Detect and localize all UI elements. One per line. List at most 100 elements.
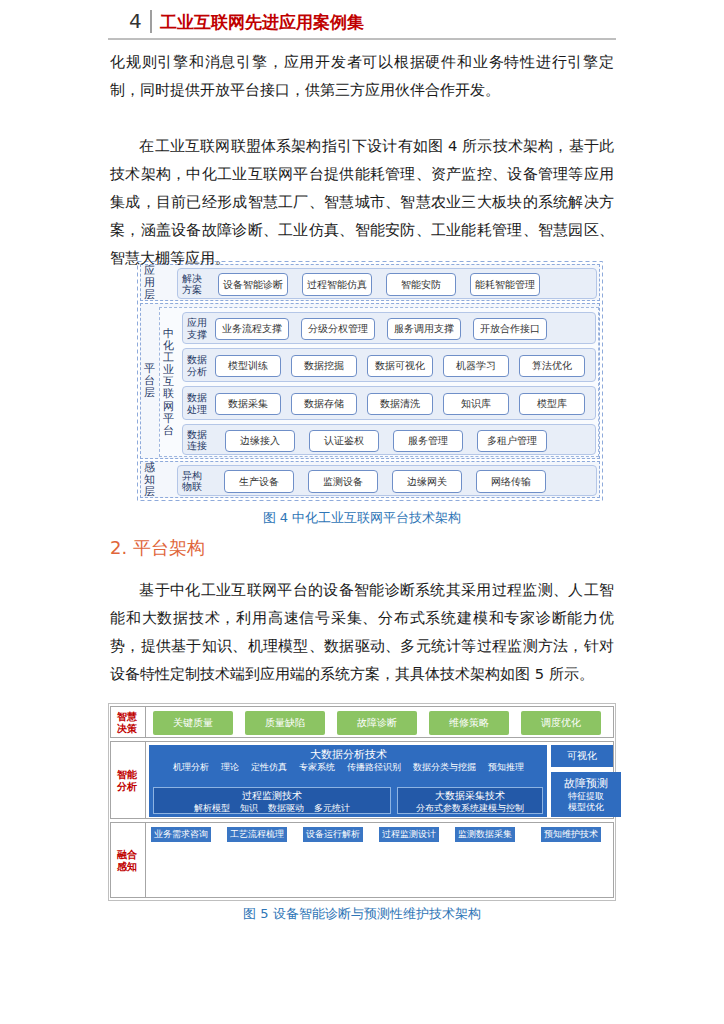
process-box: 工艺流程梳理: [227, 827, 287, 842]
function-box: 过程智能仿真: [302, 273, 372, 296]
function-box: 模型训练: [215, 355, 281, 377]
node-title: 故障预测: [564, 776, 608, 791]
node-title: 知识库: [461, 397, 491, 411]
decision-box: 质量缺陷: [245, 711, 325, 735]
layer-band: 感知层 异构物联 生产设备 监测设备 边缘网关 网络传输: [140, 461, 600, 498]
node-term: 模型优化: [568, 802, 604, 813]
row-group: 数据连接 边缘接入 认证鉴权 服务管理 多租户管理: [182, 424, 596, 455]
node-title: 认证鉴权: [324, 434, 364, 448]
figure-caption: 图 5 设备智能诊断与预测性维护技术架构: [110, 905, 614, 923]
node-title: 工艺流程梳理: [230, 828, 284, 841]
node-title: 大数据分析技术: [310, 747, 387, 762]
function-box: 设备智能诊断: [218, 273, 288, 296]
function-box: 模型库: [519, 393, 585, 415]
node-label: 中化工业互联网平台: [163, 328, 174, 437]
node-title: 边缘接入: [240, 434, 280, 448]
node-label: 融合感知: [117, 849, 137, 872]
technology-box: 可视化: [551, 745, 613, 767]
node-label: 智慧决策: [117, 711, 137, 734]
decision-box: 故障诊断: [337, 711, 417, 735]
technology-box: 大数据分析技术机理分析理论定性仿真专家系统传播路径识别数据分类与挖掘预知推理过程…: [149, 745, 547, 817]
node-title: 故障诊断: [357, 716, 397, 730]
section-heading: 2. 平台架构: [110, 536, 614, 560]
technology-box: 故障预测特征提取模型优化: [551, 772, 621, 817]
layer-band: 智慧决策关键质量 质量缺陷 故障诊断 维修策略 调度优化: [110, 706, 614, 738]
layer-band: 应用层解决方案设备智能诊断过程智能仿真智能安防能耗智能管理: [140, 264, 600, 301]
node-label: 感知层: [144, 461, 155, 497]
node-title: 服务调用支撑: [394, 322, 454, 336]
figure-frame: [109, 704, 616, 901]
node-title: 服务管理: [408, 434, 448, 448]
node-term: 特征提取: [568, 791, 604, 802]
node-title: 模型库: [537, 397, 567, 411]
node-title: 可视化: [567, 749, 597, 763]
decision-box: 关键质量: [153, 711, 233, 735]
node-title: 网络传输: [491, 475, 531, 489]
node-title: 大数据采集技术: [435, 789, 505, 803]
decision-box: 维修策略: [429, 711, 509, 735]
term-row: 解析模型知识数据驱动多元统计: [194, 803, 350, 814]
process-box: 过程监测设计: [379, 827, 439, 842]
function-box: 机器学习: [443, 355, 509, 377]
node-label: 智能分析: [117, 769, 137, 792]
function-box: 认证鉴权: [309, 430, 379, 452]
header-rule: [108, 39, 616, 40]
technology-box: 大数据采集技术分布式参数系统建模与控制: [397, 787, 543, 814]
function-box: 数据采集: [215, 393, 281, 415]
function-box: 能耗智能管理: [470, 273, 540, 296]
node-title: 智能安防: [401, 278, 441, 292]
node-title: 数据挖掘: [304, 359, 344, 373]
node-label: 数据连接: [187, 428, 207, 451]
function-box: 生产设备: [224, 470, 294, 493]
function-box: 服务管理: [393, 430, 463, 452]
technology-box: 过程监测技术解析模型知识数据驱动多元统计: [153, 787, 391, 814]
function-box: 多租户管理: [477, 430, 547, 452]
node-title: 业务流程支撑: [222, 322, 282, 336]
node-title: 监测设备: [323, 475, 363, 489]
body-paragraph: 化规则引擎和消息引擎，应用开发者可以根据硬件和业务特性进行引擎定制，同时提供开放…: [110, 48, 614, 104]
row-group: 异构物联 生产设备 监测设备 边缘网关 网络传输: [177, 465, 597, 496]
node-term: 定性仿真: [251, 762, 287, 773]
node-term: 机理分析: [173, 762, 209, 773]
body-paragraph: 在工业互联网联盟体系架构指引下设计有如图 4 所示技术架构，基于此技术架构，中化…: [110, 132, 614, 272]
term-row: 分布式参数系统建模与控制: [416, 803, 524, 814]
function-box: 智能安防: [386, 273, 456, 296]
node-title: 数据采集: [228, 397, 268, 411]
figure-frame: [138, 262, 603, 501]
node-title: 能耗智能管理: [475, 278, 535, 292]
decision-box: 调度优化: [521, 711, 601, 735]
node-label: 平台层: [144, 363, 155, 399]
function-box: 边缘网关: [392, 470, 462, 493]
node-title: 设备智能诊断: [223, 278, 283, 292]
running-head: 工业互联网先进应用案例集: [160, 11, 460, 34]
term-row: 机理分析理论定性仿真专家系统传播路径识别数据分类与挖掘预知推理: [173, 762, 524, 773]
node-label: 数据处理: [187, 392, 207, 415]
node-term: 专家系统: [299, 762, 335, 773]
node-term: 解析模型: [194, 803, 230, 814]
node-title: 过程监测技术: [242, 789, 302, 803]
node-title: 数据可视化: [375, 359, 425, 373]
header-bar: [150, 10, 152, 33]
node-title: 维修策略: [449, 716, 489, 730]
node-label: 数据分析: [187, 354, 207, 377]
node-label: 应用层: [144, 264, 155, 300]
process-box: 预知维护技术: [541, 827, 601, 842]
node-title: 分级分权管理: [308, 322, 368, 336]
function-box: 数据清洗: [367, 393, 433, 415]
node-label: 异构物联: [182, 469, 202, 492]
node-title: 质量缺陷: [265, 716, 305, 730]
node-title: 机器学习: [456, 359, 496, 373]
node-title: 数据存储: [304, 397, 344, 411]
function-box: 数据挖掘: [291, 355, 357, 377]
figure-caption: 图 4 中化工业互联网平台技术架构: [110, 509, 614, 527]
function-box: 监测设备: [308, 470, 378, 493]
node-title: 预知维护技术: [544, 828, 598, 841]
layer-band: 平台层中化工业互联网平台应用支撑业务流程支撑分级分权管理服务调用支撑开放合作接口…: [140, 303, 600, 459]
row-group: 数据处理 数据采集 数据存储 数据清洗 知识库 模型库: [182, 386, 596, 420]
process-box: 设备运行解析: [303, 827, 363, 842]
node-title: 数据清洗: [380, 397, 420, 411]
node-title: 设备运行解析: [306, 828, 360, 841]
node-title: 算法优化: [532, 359, 572, 373]
node-term: 理论: [221, 762, 239, 773]
